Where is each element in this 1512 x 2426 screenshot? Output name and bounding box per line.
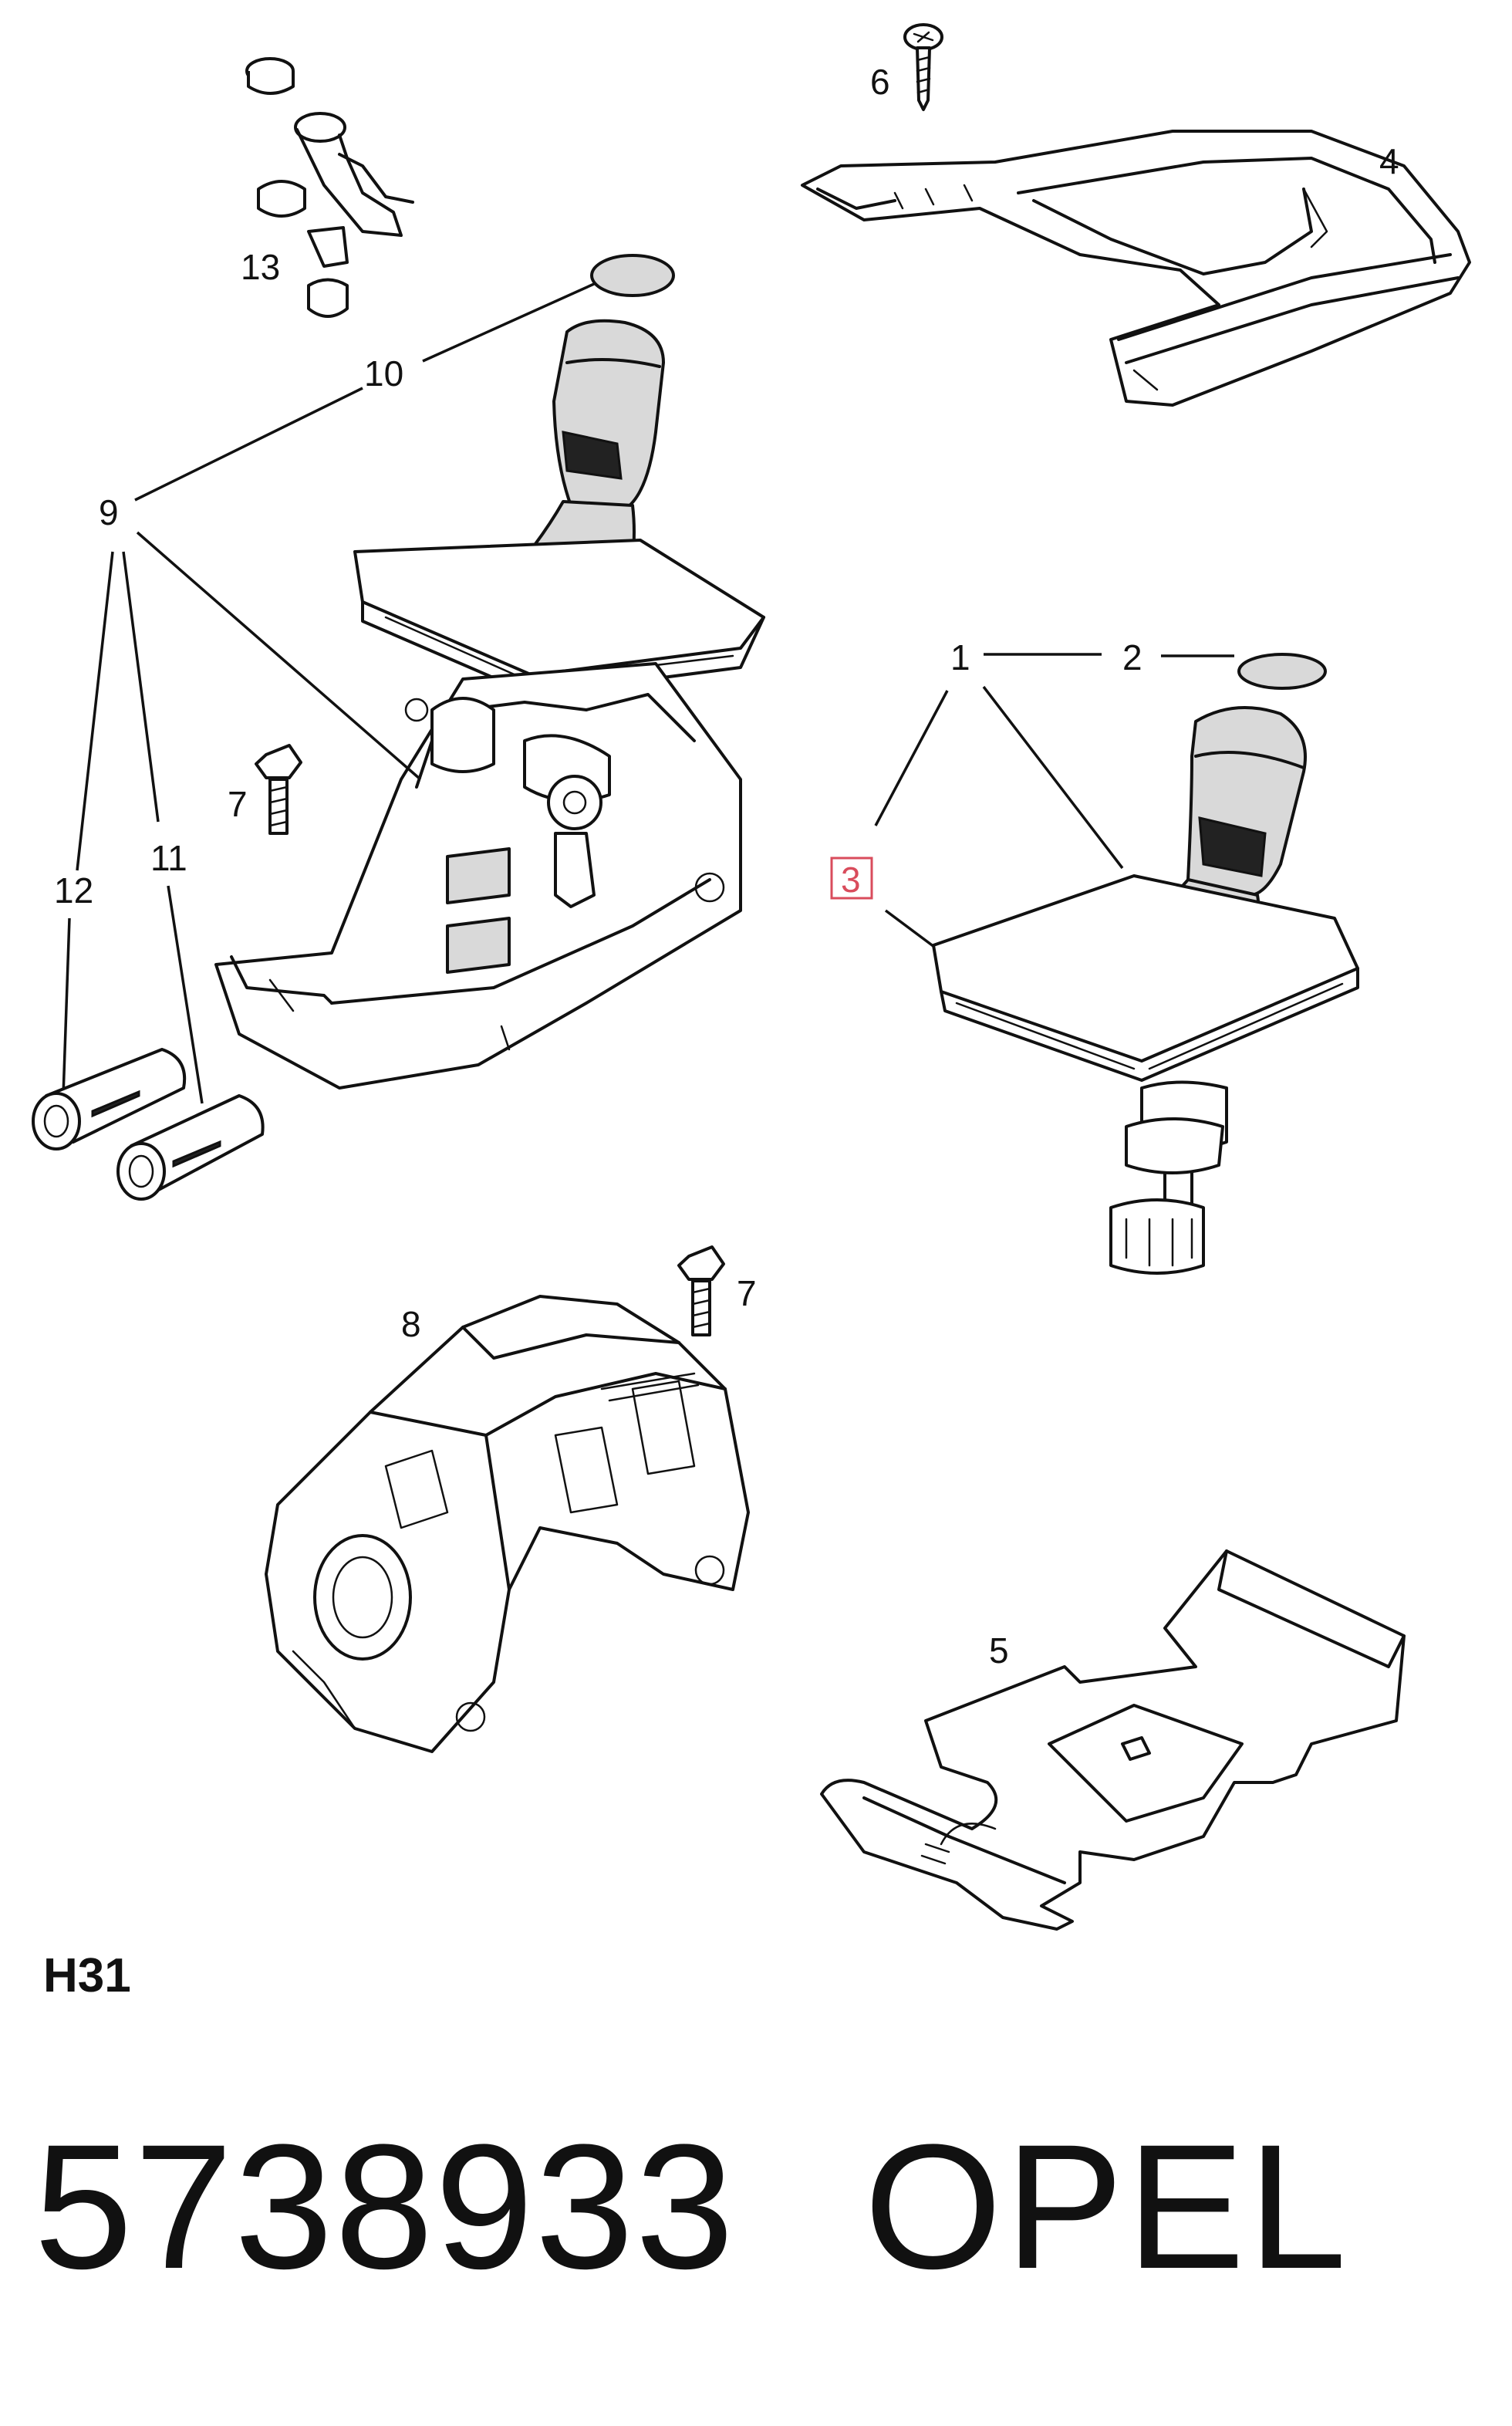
part-10-knob-cap [590,254,675,297]
part-6-screw [903,23,943,111]
part-8-shifter-bracket [265,1295,750,1753]
leader-1-3 [874,690,949,826]
part-12-sleeve [32,1048,187,1150]
leader-3 [884,909,939,951]
part-5-insulation-pad [820,1549,1406,1931]
callout-7-upper: 7 [228,784,248,824]
callout-3: 3 [841,860,861,900]
part-7-bolt-lower [677,1245,725,1336]
leader-12 [62,917,71,1096]
part-11-sleeve [116,1094,265,1201]
diagram-code-label: H31 [43,1949,131,2002]
callout-6: 6 [870,62,890,102]
callout-5: 5 [989,1630,1009,1671]
part-2-knob-cap [1237,653,1327,690]
callout-11: 11 [150,838,187,878]
leader-9-11 [122,551,160,823]
brand-name: OPEL [864,2107,1350,2306]
callout-8: 8 [401,1304,421,1344]
callout-4: 4 [1379,141,1399,181]
part-number: 5738933 [34,2107,736,2306]
callout-2: 2 [1122,637,1142,677]
leader-10 [422,282,595,363]
part-13-clip-assembly [245,57,414,318]
callout-1: 1 [950,637,970,677]
leader-9-housing [136,531,422,781]
callout-9: 9 [99,492,119,532]
callout-10: 10 [364,353,403,394]
part-9-shifter-assembly [214,319,765,1090]
leader-9-12 [76,551,114,871]
leader-1-boot [982,685,1124,870]
callout-12: 12 [54,870,93,911]
part-1-gear-knob-with-boot [932,706,1359,1275]
callout-7-lower: 7 [737,1273,757,1313]
part-4-console-trim-frame [801,130,1471,407]
leader-9-10 [134,387,363,502]
leader-11 [167,885,204,1104]
part-7-bolt-upper [255,744,302,835]
callout-13: 13 [241,247,280,287]
exploded-parts-diagram: 13 6 4 10 [32,23,1471,1931]
callout-3-highlight-box [830,857,873,900]
